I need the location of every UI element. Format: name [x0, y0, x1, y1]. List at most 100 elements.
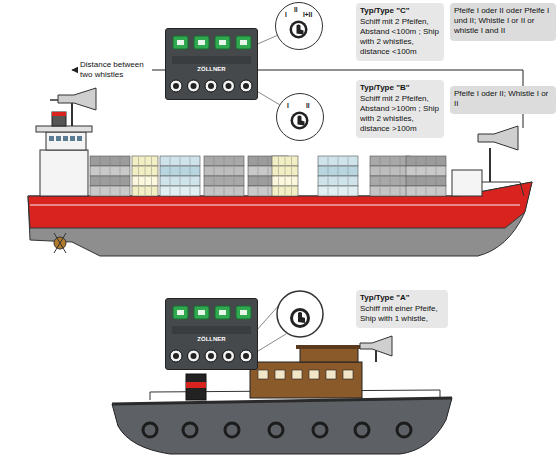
magnifier-line — [258, 92, 279, 105]
container-rib — [258, 177, 259, 185]
container-rib — [234, 157, 235, 165]
window — [292, 370, 302, 379]
container-rib — [416, 157, 417, 165]
window — [258, 370, 268, 379]
panel-knob — [188, 80, 200, 92]
container-rib — [258, 187, 259, 195]
container-rib — [278, 157, 279, 165]
magnifier-line — [258, 36, 277, 44]
type-box: Typ/Type "C"Schiff mit 2 Pfeifen, Abstan… — [356, 3, 444, 61]
container-rib — [285, 187, 286, 195]
container-box — [406, 186, 446, 196]
container-rib — [380, 167, 381, 175]
container-rib — [338, 187, 339, 195]
type-box: Typ/Type "A"Schiff mit einer Pfeife, Shi… — [356, 290, 448, 328]
container-rib — [224, 187, 225, 195]
container-rib — [224, 177, 225, 185]
fender-tire — [355, 423, 369, 437]
panel-knob-center — [208, 83, 214, 89]
knob-a-part — [277, 291, 323, 337]
container-box — [132, 186, 158, 196]
switch-position: I — [285, 11, 287, 18]
container-rib — [400, 177, 401, 185]
panel-button — [215, 306, 230, 319]
container-rib — [285, 157, 286, 165]
container-rib — [338, 157, 339, 165]
container-rib — [151, 187, 152, 195]
switch-position: I — [287, 102, 289, 109]
fender-tire — [269, 423, 283, 437]
container-ship-part — [40, 150, 88, 196]
container-ship-part — [54, 233, 66, 253]
container-box — [272, 186, 298, 196]
container-box — [160, 186, 200, 196]
button-icon — [177, 40, 184, 45]
container-rib — [100, 187, 101, 195]
window — [49, 136, 54, 141]
type-description: Schiff mit 2 Pfeifen, Abstand >100m ; Sh… — [360, 94, 440, 134]
knob-ring — [291, 112, 309, 130]
tug-boat-part — [186, 374, 206, 400]
fender-tire — [183, 423, 197, 437]
container-rib — [268, 167, 269, 175]
fender-tire — [225, 423, 239, 437]
container-rib — [100, 167, 101, 175]
switch-position: II — [306, 102, 310, 109]
container-box — [160, 156, 200, 166]
container-rib — [190, 157, 191, 165]
container-rib — [338, 167, 339, 175]
container-ship-part — [46, 132, 86, 150]
knob-a-part — [298, 312, 305, 323]
panel-button — [236, 306, 251, 319]
panel-knob — [170, 80, 182, 92]
container-ship-part — [452, 170, 482, 196]
brand-name: ZÖLLNER — [166, 66, 257, 73]
container-rib — [278, 187, 279, 195]
tug-boat-part — [300, 348, 358, 362]
container-rib — [214, 167, 215, 175]
container-rib — [400, 187, 401, 195]
container-rib — [291, 157, 292, 165]
container-rib — [426, 177, 427, 185]
panel-knob-center — [191, 83, 197, 89]
container-rib — [291, 187, 292, 195]
window — [275, 370, 285, 379]
type-heading: Typ/Type "A" — [360, 293, 444, 303]
knob-ring — [290, 21, 308, 39]
container-rib — [151, 157, 152, 165]
knob-a-part — [290, 308, 310, 328]
container-ship-part — [52, 112, 66, 126]
tug-boat-part — [186, 382, 206, 388]
container-box — [132, 166, 158, 176]
container-rib — [234, 187, 235, 195]
container-rib — [338, 177, 339, 185]
container-rib — [214, 157, 215, 165]
container-rib — [390, 157, 391, 165]
button-icon — [177, 310, 184, 315]
selector-knob: III — [276, 93, 324, 141]
panel-button — [194, 306, 209, 319]
panel-strip — [172, 326, 251, 334]
container-rib — [268, 157, 269, 165]
container-rib — [100, 157, 101, 165]
container-ship-part — [30, 205, 520, 206]
container-box — [272, 166, 298, 176]
tug-boat-part — [250, 362, 362, 398]
container-rib — [110, 177, 111, 185]
fender-tire — [313, 423, 327, 437]
container-rib — [214, 187, 215, 195]
switch-position: I+II — [303, 11, 312, 18]
tug-boat-part — [258, 370, 353, 379]
container-rib — [426, 187, 427, 195]
container-rib — [291, 177, 292, 185]
panel-knob-center — [226, 353, 232, 359]
panel-knob-center — [243, 353, 249, 359]
container-box — [370, 166, 410, 176]
hand-icon — [297, 25, 304, 35]
container-rib — [110, 157, 111, 165]
container-rib — [224, 167, 225, 175]
container-ship-part — [489, 148, 491, 182]
container-rib — [120, 167, 121, 175]
whistle-mode: Pfeife I oder II oder Pfeife I und II; W… — [454, 6, 552, 36]
container-box — [318, 156, 358, 166]
